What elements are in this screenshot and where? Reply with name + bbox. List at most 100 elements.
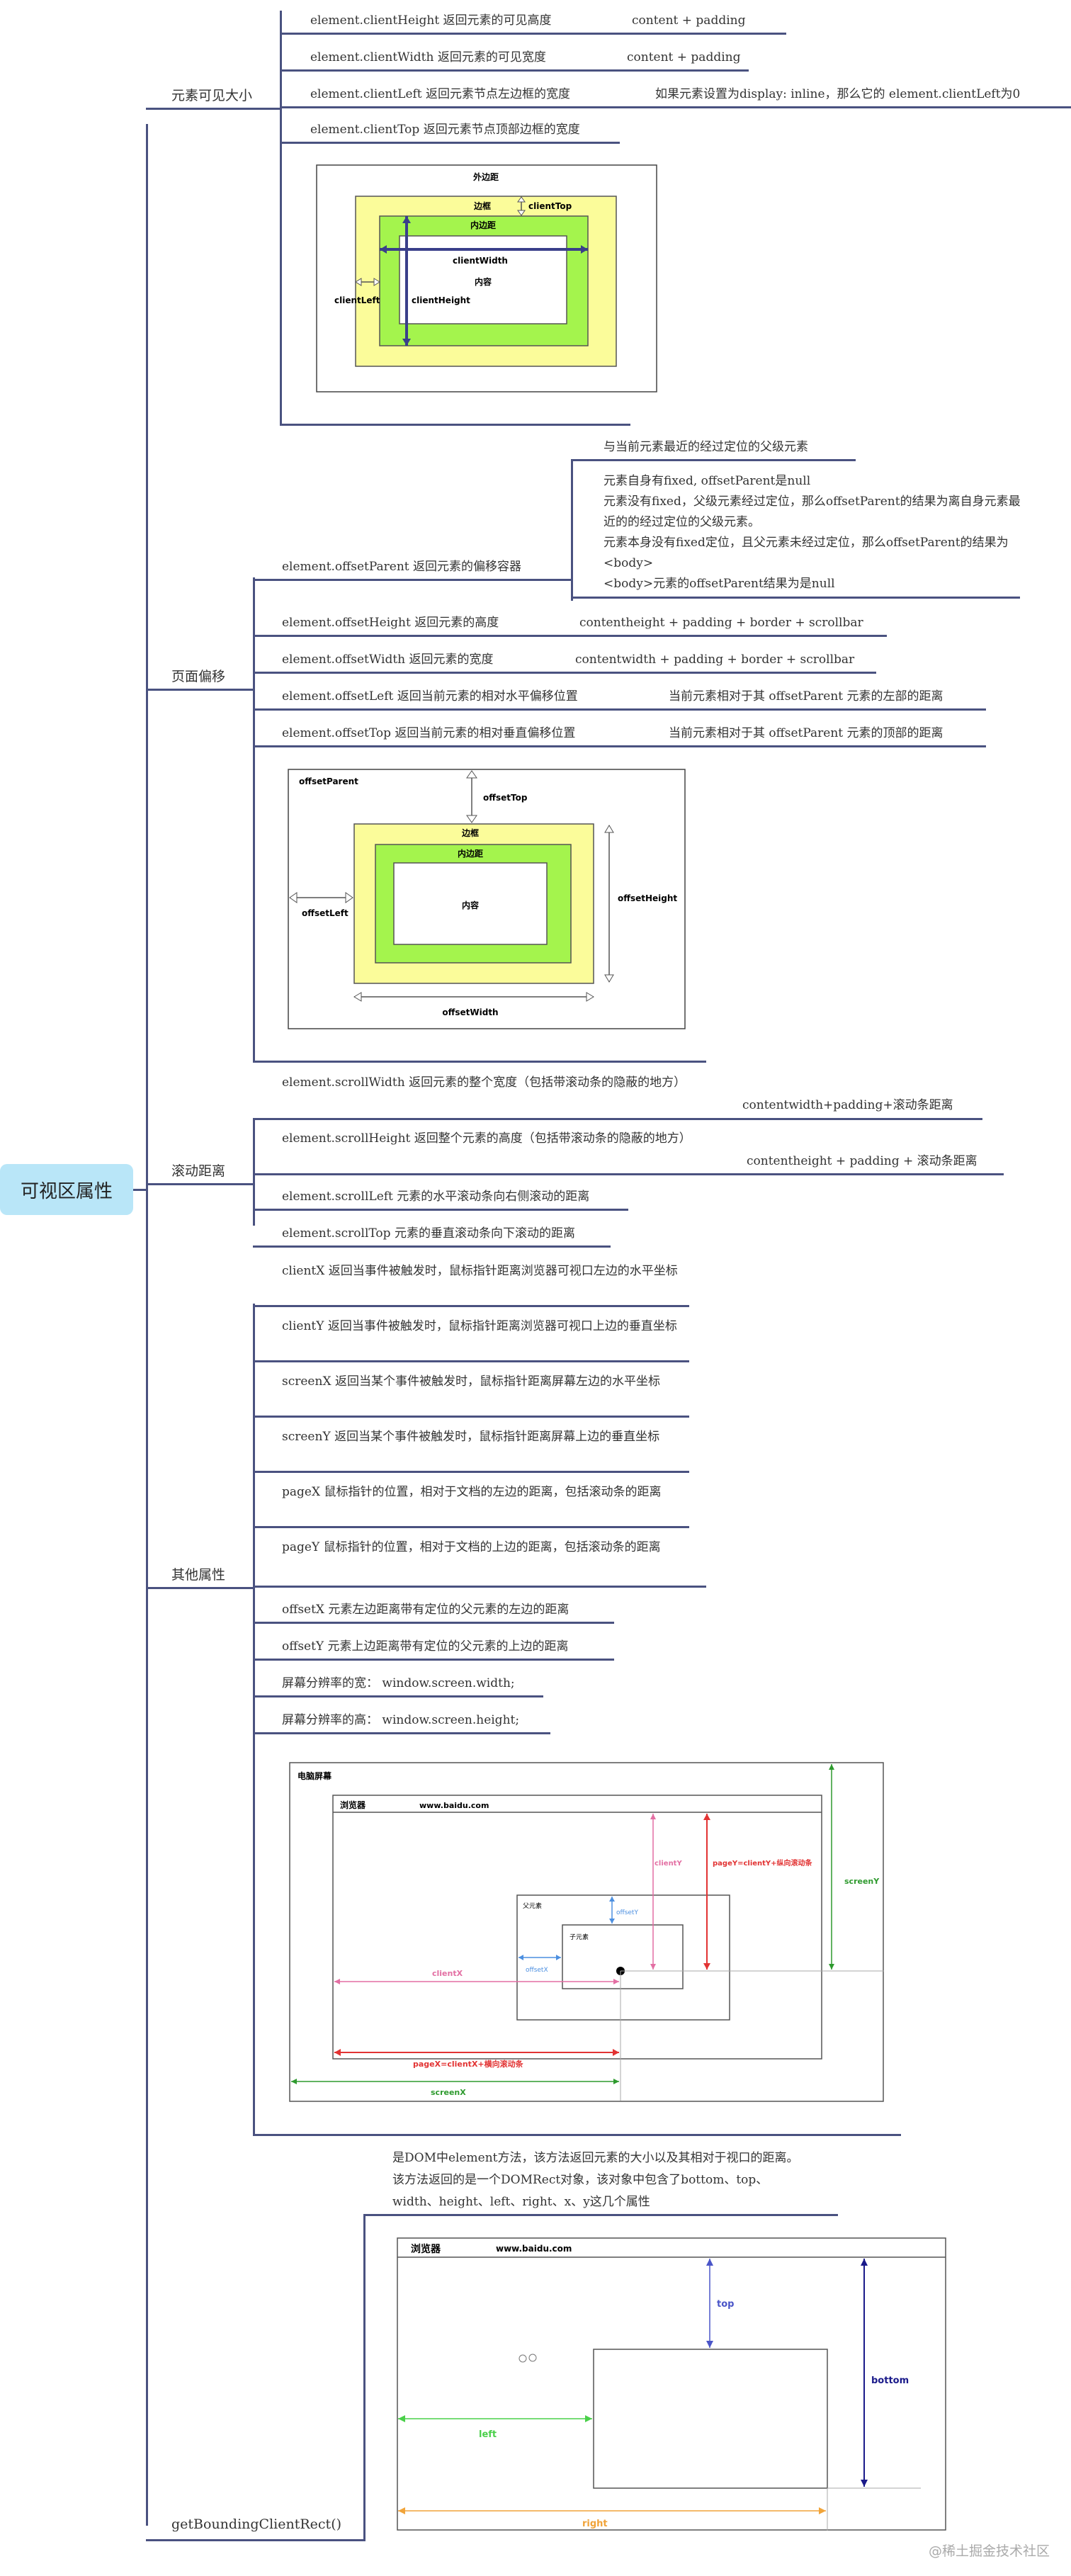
screen-fig-screeny: screenY	[844, 1877, 880, 1886]
other-screen-x[interactable]: screenX 返回当某个事件被触发时，鼠标指针距离屏幕左边的水平坐标	[282, 1374, 660, 1389]
other-line-9	[253, 1732, 550, 1734]
branch-visible-spine	[280, 11, 282, 425]
other-client-x[interactable]: clientX 返回当事件被触发时，鼠标指针距离浏览器可视口左边的水平坐标	[282, 1264, 678, 1278]
offset-fig-offsettop: offsetTop	[483, 793, 528, 803]
offset-parent-text[interactable]: element.offsetParent 返回元素的偏移容器	[282, 560, 522, 574]
branch-scroll-spine	[253, 1119, 255, 1226]
client-top-line	[280, 142, 620, 144]
offset-parent-note: 元素自身有fixed, offsetParent是null	[604, 474, 811, 488]
branch-other[interactable]: 其他属性	[171, 1567, 226, 1583]
other-line-2	[253, 1416, 689, 1418]
offset-parent-top-line	[572, 459, 856, 461]
root-node[interactable]: 可视区属性	[0, 1164, 133, 1215]
offset-parent-note: <body>元素的offsetParent结果为是null	[604, 577, 835, 591]
branch-visible[interactable]: 元素可见大小	[171, 88, 253, 103]
offset-fig-padding: 内边距	[458, 848, 483, 859]
branch-rect[interactable]: getBoundingClientRect()	[171, 2516, 342, 2532]
offset-left-text[interactable]: element.offsetLeft 返回当前元素的相对水平偏移位置	[282, 689, 578, 704]
offset-height-note: contentheight + padding + border + scrol…	[579, 616, 863, 630]
client-left-note: 如果元素设置为display: inline，那么它的 element.clie…	[655, 87, 1021, 101]
branch-scroll-line	[146, 1183, 255, 1185]
other-line-7	[253, 1659, 614, 1661]
screen-fig-url: www.baidu.com	[419, 1801, 489, 1810]
client-box-diagram: 外边距 边框 内边距 内容 clientWidth clientHeight c…	[316, 164, 659, 397]
other-client-y[interactable]: clientY 返回当事件被触发时，鼠标指针距离浏览器可视口上边的垂直坐标	[282, 1319, 677, 1333]
other-page-x[interactable]: pageX 鼠标指针的位置，相对于文档的左边的距离，包括滚动条的距离	[282, 1485, 662, 1499]
scroll-width-note: contentwidth+padding+滚动条距离	[742, 1098, 953, 1112]
branch-offset[interactable]: 页面偏移	[171, 669, 226, 684]
client-height-line	[280, 33, 786, 35]
offset-fig-border: 边框	[461, 827, 479, 838]
screen-fig-clientx: clientX	[432, 1969, 463, 1978]
screen-fig-offsety: offsetY	[616, 1909, 638, 1916]
other-screen-height[interactable]: 屏幕分辨率的高： window.screen.height;	[282, 1713, 520, 1727]
scroll-left-text[interactable]: element.scrollLeft 元素的水平滚动条向右侧滚动的距离	[282, 1190, 590, 1204]
scroll-width-line	[253, 1118, 982, 1120]
offset-height-line	[253, 635, 887, 637]
client-fig-clienttop: clientTop	[528, 201, 572, 211]
offset-width-note: contentwidth + padding + border + scroll…	[575, 653, 855, 667]
offset-left-line	[253, 708, 986, 711]
screen-fig-pagex: pageX=clientX+横向滚动条	[413, 2059, 524, 2069]
root-connector	[133, 1189, 147, 1191]
scroll-height-text[interactable]: element.scrollHeight 返回整个元素的高度（包括带滚动条的隐蔽…	[282, 1131, 691, 1146]
screen-fig-child: 子元素	[570, 1933, 589, 1941]
offset-fig-offsetwidth: offsetWidth	[442, 1007, 498, 1017]
branch-rect-spine	[363, 2214, 366, 2541]
offset-top-note: 当前元素相对于其 offsetParent 元素的顶部的距离	[669, 726, 944, 740]
other-offset-y[interactable]: offsetY 元素上边距离带有定位的父元素的上边的距离	[282, 1639, 569, 1654]
offset-parent-notes: 元素自身有fixed, offsetParent是null 元素没有fixed，…	[604, 471, 1021, 594]
scroll-height-note: contentheight + padding + 滚动条距离	[747, 1154, 978, 1168]
rect-fig-right: right	[582, 2519, 608, 2529]
client-height-text[interactable]: element.clientHeight 返回元素的可见高度	[310, 13, 552, 28]
other-line-4	[253, 1526, 689, 1528]
scroll-left-line	[253, 1209, 628, 1211]
client-fig-clientwidth: clientWidth	[453, 256, 508, 266]
offset-width-text[interactable]: element.offsetWidth 返回元素的宽度	[282, 653, 494, 667]
screen-fig-clienty: clientY	[654, 1860, 682, 1868]
client-left-text[interactable]: element.clientLeft 返回元素节点左边框的宽度	[310, 87, 571, 101]
scroll-width-text[interactable]: element.scrollWidth 返回元素的整个宽度（包括带滚动条的隐蔽的…	[282, 1075, 686, 1090]
offset-top-text[interactable]: element.offsetTop 返回当前元素的相对垂直偏移位置	[282, 726, 576, 740]
other-screen-width[interactable]: 屏幕分辨率的宽： window.screen.width;	[282, 1676, 515, 1690]
offset-box-diagram: offsetParent 边框 内边距 内容 offsetTop offsetL…	[288, 769, 687, 1032]
other-line-8	[253, 1695, 543, 1697]
rect-fig-top: top	[717, 2299, 734, 2310]
client-top-text[interactable]: element.clientTop 返回元素节点顶部边框的宽度	[310, 123, 580, 137]
screen-fig-screenx: screenX	[431, 2088, 466, 2097]
client-width-text[interactable]: element.clientWidth 返回元素的可见宽度	[310, 50, 546, 64]
rect-diagram: 浏览器 www.baidu.com top bottom left right	[397, 2237, 949, 2535]
branch-visible-line	[146, 108, 280, 110]
rect-fig-bottom: bottom	[871, 2376, 909, 2386]
client-fig-clientleft: clientLeft	[334, 295, 380, 305]
offset-fig-line	[253, 1061, 706, 1063]
offset-top-line	[253, 745, 986, 747]
rect-desc-line	[363, 2214, 838, 2216]
branch-offset-line	[146, 689, 255, 691]
screen-fig-parent: 父元素	[523, 1902, 542, 1910]
screen-fig-pagey: pageY=clientY+纵向滚动条	[713, 1858, 813, 1868]
offset-parent-note: 元素本身没有fixed定位，且父元素未经过定位，那么offsetParent的结…	[604, 536, 1009, 570]
screen-fig-offsetx: offsetX	[526, 1967, 548, 1974]
rect-description[interactable]: 是DOM中element方法，该方法返回元素的大小以及其相对于视口的距离。该方法…	[392, 2151, 799, 2209]
other-screen-y[interactable]: screenY 返回当某个事件被触发时，鼠标指针距离屏幕上边的垂直坐标	[282, 1430, 660, 1444]
client-left-line	[280, 106, 1071, 108]
other-page-y[interactable]: pageY 鼠标指针的位置，相对于文档的上边的距离，包括滚动条的距离	[282, 1540, 661, 1554]
scroll-top-text[interactable]: element.scrollTop 元素的垂直滚动条向下滚动的距离	[282, 1226, 575, 1241]
scroll-top-line	[253, 1245, 611, 1248]
other-line-5	[253, 1586, 706, 1588]
other-line-1	[253, 1360, 689, 1362]
offset-width-line	[253, 672, 876, 674]
offset-fig-offsetleft: offsetLeft	[302, 908, 348, 918]
client-fig-content: 内容	[475, 276, 492, 287]
branch-other-line	[146, 1587, 255, 1589]
client-fig-margin: 外边距	[473, 171, 499, 182]
client-width-line	[280, 69, 749, 72]
screen-fig-line	[253, 2134, 901, 2136]
other-offset-x[interactable]: offsetX 元素左边距离带有定位的父元素的左边的距离	[282, 1603, 570, 1617]
screen-fig-browser: 浏览器	[340, 1800, 366, 1810]
branch-offset-spine	[253, 577, 255, 1063]
screen-coords-diagram: 电脑屏幕 浏览器 www.baidu.com 父元素 子元素 clientY p…	[289, 1762, 885, 2103]
offset-height-text[interactable]: element.offsetHeight 返回元素的高度	[282, 616, 499, 630]
branch-scroll[interactable]: 滚动距离	[171, 1163, 226, 1179]
